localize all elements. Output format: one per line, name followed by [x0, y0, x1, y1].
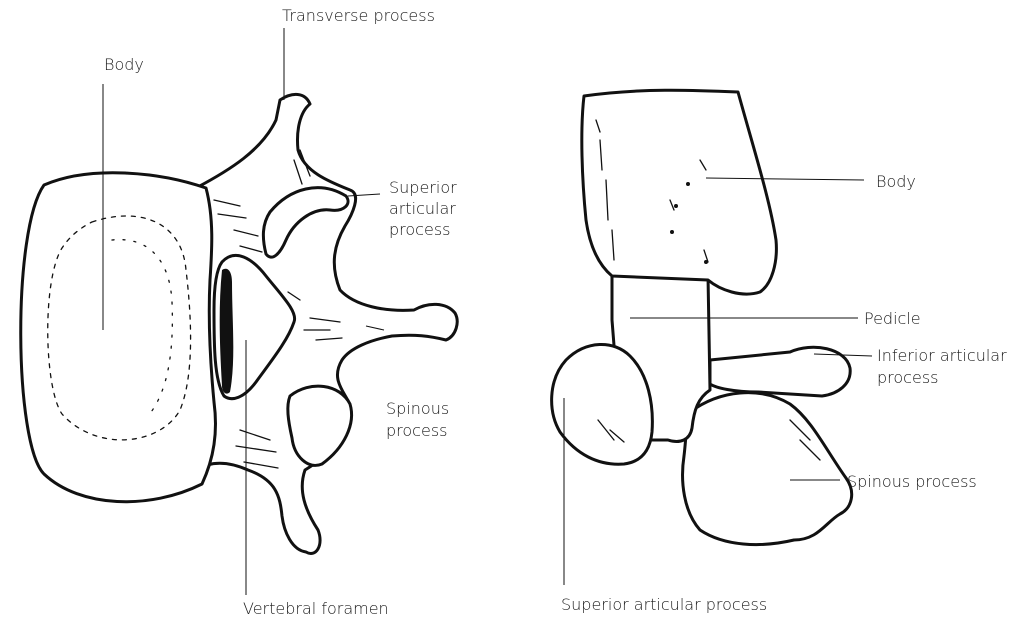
foramen-cortex	[220, 269, 234, 394]
left-inferior-lobe	[288, 386, 352, 465]
label-pedicle: Pedicle	[864, 309, 921, 328]
left-vertebral-body	[21, 173, 216, 502]
label-transverse-process: Transverse process	[282, 6, 435, 25]
label-superior-articular-2: articular	[389, 199, 456, 218]
label-superior-articular-3: process	[389, 220, 450, 239]
label-superior-articular-right: Superior articular process	[561, 595, 767, 614]
label-body-left: Body	[104, 55, 144, 74]
label-spinous-1: Spinous	[386, 399, 449, 418]
label-inferior-articular-1: Inferior articular	[877, 346, 1007, 365]
right-spinous-process	[683, 393, 852, 545]
superior-view-vertebra	[21, 94, 457, 553]
lateral-view-vertebra	[552, 90, 852, 544]
label-spinous-process-right: Spinous process	[847, 472, 977, 491]
right-superior-articular-process	[552, 344, 653, 464]
label-spinous-2: process	[386, 421, 447, 440]
right-vertebral-body	[582, 90, 777, 294]
label-inferior-articular-2: process	[877, 368, 938, 387]
label-superior-articular-1: Superior	[389, 178, 457, 197]
label-vertebral-foramen: Vertebral foramen	[243, 599, 389, 618]
label-body-right: Body	[876, 172, 916, 191]
